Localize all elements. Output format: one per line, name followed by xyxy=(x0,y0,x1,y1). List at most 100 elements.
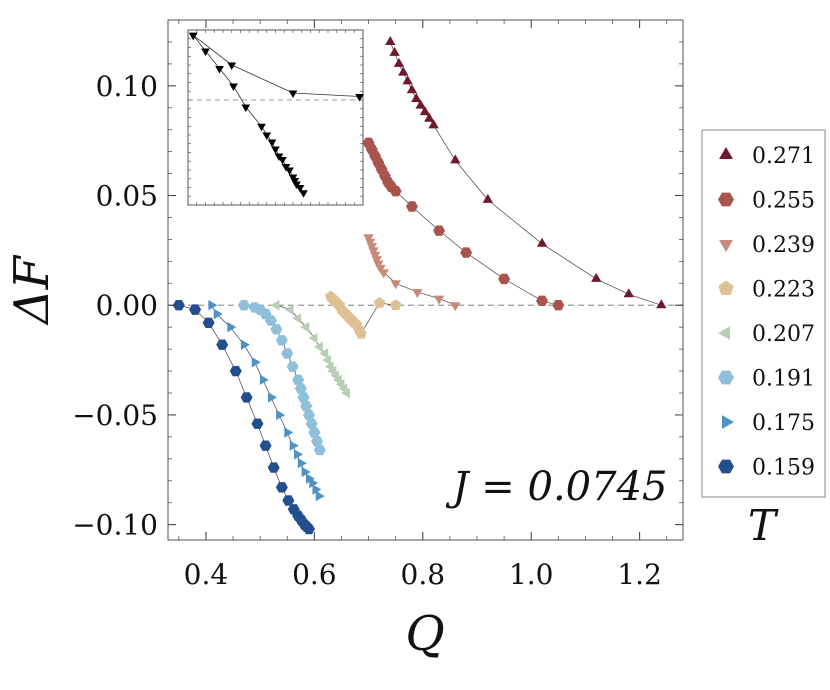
data-point-0.159 xyxy=(259,440,272,451)
y-tick-label: 0.05 xyxy=(96,180,158,213)
data-point-0.191 xyxy=(281,348,294,359)
data-point-0.191 xyxy=(275,335,288,346)
legend-marker-0.271 xyxy=(719,147,733,159)
data-point-0.191 xyxy=(297,392,310,403)
inset-data-point xyxy=(267,139,277,147)
inset-curve-upper xyxy=(193,34,360,97)
data-point-0.191 xyxy=(313,444,326,456)
data-point-0.159 xyxy=(240,392,253,403)
y-tick-label: −0.05 xyxy=(72,399,158,432)
y-tick-label: −0.10 xyxy=(72,509,158,542)
data-point-0.207 xyxy=(270,300,280,311)
legend-label-0.271: 0.271 xyxy=(752,144,815,169)
data-point-0.271 xyxy=(389,46,400,56)
y-axis-label: ΔF xyxy=(4,254,60,326)
plot-frame xyxy=(167,19,684,541)
data-point-0.159 xyxy=(172,300,185,311)
j-annotation: J = 0.0745 xyxy=(446,464,668,510)
data-point-0.271 xyxy=(623,288,634,298)
data-point-0.271 xyxy=(591,272,602,282)
data-point-0.271 xyxy=(450,154,461,164)
legend-title: T xyxy=(748,501,779,550)
data-point-0.207 xyxy=(308,332,318,344)
legend-frame xyxy=(701,129,826,498)
data-point-0.175 xyxy=(284,427,294,438)
x-tick-label: 1.0 xyxy=(509,558,554,591)
data-point-0.175 xyxy=(312,484,322,495)
data-point-0.239 xyxy=(378,269,389,279)
data-point-0.175 xyxy=(297,458,307,469)
data-point-0.255 xyxy=(552,300,565,311)
legend-marker-0.223 xyxy=(718,280,734,295)
data-point-0.239 xyxy=(450,302,461,312)
data-point-0.175 xyxy=(309,477,319,489)
data-point-0.191 xyxy=(302,409,315,421)
data-point-0.175 xyxy=(289,440,299,451)
data-point-0.175 xyxy=(315,490,325,502)
data-point-0.159 xyxy=(275,482,288,493)
data-point-0.191 xyxy=(265,315,277,326)
x-tick-label: 0.8 xyxy=(401,558,446,591)
inset-data-point xyxy=(288,90,298,98)
inset-data-point xyxy=(201,48,210,56)
inset-data-point xyxy=(355,94,364,102)
inset-data-point xyxy=(278,157,287,165)
inset-data-point xyxy=(215,66,224,74)
data-point-0.159 xyxy=(267,462,280,473)
data-markers-group xyxy=(172,35,667,535)
data-point-0.159 xyxy=(229,365,242,377)
data-point-0.271 xyxy=(402,75,413,85)
data-point-0.271 xyxy=(411,92,422,102)
inset-data-point xyxy=(262,132,272,140)
data-point-0.239 xyxy=(412,289,423,299)
data-point-0.223 xyxy=(355,327,367,339)
x-tick-label: 1.2 xyxy=(617,558,662,591)
data-point-0.255 xyxy=(460,247,473,258)
data-point-0.207 xyxy=(313,341,323,353)
inset-data-point xyxy=(257,123,266,132)
data-point-0.191 xyxy=(237,300,250,311)
data-point-0.191 xyxy=(305,418,318,429)
data-point-0.255 xyxy=(389,185,402,197)
data-point-0.207 xyxy=(340,387,350,399)
legend-marker-0.207 xyxy=(718,326,730,340)
inset-data-point xyxy=(271,146,280,154)
x-tick-label: 0.6 xyxy=(292,558,337,591)
inset-data-point xyxy=(295,185,305,193)
data-point-0.271 xyxy=(424,112,435,122)
data-point-0.271 xyxy=(428,119,439,129)
data-point-0.207 xyxy=(284,304,294,315)
data-point-0.239 xyxy=(433,295,445,305)
legend-label-0.255: 0.255 xyxy=(752,189,815,214)
data-point-0.159 xyxy=(251,418,264,429)
legend-label-0.239: 0.239 xyxy=(752,233,815,258)
legend-label-0.207: 0.207 xyxy=(752,322,815,347)
data-point-0.255 xyxy=(536,295,549,307)
data-point-0.271 xyxy=(536,237,548,247)
data-point-0.175 xyxy=(294,449,304,460)
data-point-0.159 xyxy=(216,339,229,350)
data-point-0.223 xyxy=(389,299,402,311)
x-axis-label: Q xyxy=(405,606,444,662)
data-point-0.175 xyxy=(268,392,277,403)
data-point-0.175 xyxy=(240,339,250,350)
y-tick-label: 0.00 xyxy=(96,289,158,322)
data-point-0.207 xyxy=(300,321,310,333)
data-point-0.255 xyxy=(433,225,446,236)
inset-data-point xyxy=(229,83,238,91)
data-point-0.175 xyxy=(276,409,286,421)
data-point-0.175 xyxy=(208,300,218,311)
data-point-0.191 xyxy=(286,361,299,372)
inset-plot xyxy=(187,29,364,206)
data-point-0.207 xyxy=(292,313,302,324)
data-point-0.191 xyxy=(292,374,305,386)
legend-marker-0.159 xyxy=(718,459,734,474)
data-point-0.271 xyxy=(398,66,409,76)
data-point-0.271 xyxy=(419,106,431,116)
data-point-0.159 xyxy=(282,495,295,506)
legend-label-0.191: 0.191 xyxy=(752,367,815,392)
data-point-0.175 xyxy=(213,308,223,320)
